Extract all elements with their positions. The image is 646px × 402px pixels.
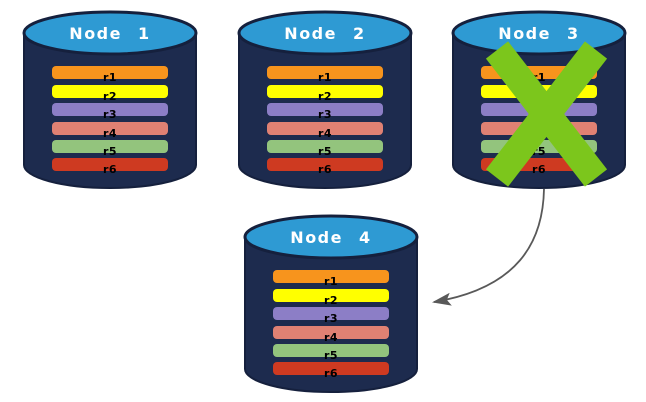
row-label: r1 (531, 71, 547, 84)
replica-row-r2: r2 (273, 289, 389, 307)
cylinder-top (22, 10, 198, 56)
replica-row-r4: r4 (267, 122, 383, 140)
row-label: r3 (317, 108, 333, 121)
row-label: r5 (102, 145, 118, 158)
node-title: Node 3 (498, 24, 580, 43)
replica-row-r5: r5 (52, 140, 168, 158)
replica-row-r3: r3 (273, 307, 389, 325)
row-label: r6 (323, 367, 339, 380)
cylinder-top (237, 10, 413, 56)
row-label: r3 (102, 108, 118, 121)
replica-row-r3: r3 (52, 103, 168, 121)
row-label: r6 (102, 163, 118, 176)
replica-row-r5: r5 (481, 140, 597, 158)
replica-row-r4: r4 (52, 122, 168, 140)
row-label: r4 (323, 331, 339, 344)
replica-row-r1: r1 (52, 66, 168, 84)
row-label: r6 (531, 163, 547, 176)
node-2: Node 2 r1 r2 r3 r4 r5 r6 (236, 8, 414, 192)
replica-row-r2: r2 (267, 85, 383, 103)
row-label: r5 (323, 349, 339, 362)
row-label: r1 (102, 71, 118, 84)
failover-arrow (432, 188, 545, 306)
row-label: r2 (102, 90, 118, 103)
row-label: r6 (317, 163, 333, 176)
row-label: r5 (317, 145, 333, 158)
node-4: Node 4 r1 r2 r3 r4 r5 r6 (242, 212, 420, 396)
row-label: r4 (102, 127, 118, 140)
row-label: r4 (531, 127, 547, 140)
replica-row-r2: r2 (481, 85, 597, 103)
replica-row-r6: r6 (52, 158, 168, 176)
node-3-failed: Node 3 r1 r2 r3 r4 r5 r6 (450, 8, 628, 192)
replica-row-r6: r6 (481, 158, 597, 176)
row-label: r2 (317, 90, 333, 103)
replica-row-r2: r2 (52, 85, 168, 103)
node-title: Node 2 (284, 24, 366, 43)
replica-row-r6: r6 (273, 362, 389, 380)
replica-row-r5: r5 (267, 140, 383, 158)
row-label: r1 (323, 275, 339, 288)
replica-row-r6: r6 (267, 158, 383, 176)
replica-row-r1: r1 (481, 66, 597, 84)
node-title: Node 4 (290, 228, 372, 247)
node-1: Node 1 r1 r2 r3 r4 r5 r6 (21, 8, 199, 192)
replica-row-r1: r1 (273, 270, 389, 288)
row-label: r5 (531, 145, 547, 158)
replica-row-r3: r3 (481, 103, 597, 121)
replica-row-r1: r1 (267, 66, 383, 84)
row-label: r4 (317, 127, 333, 140)
replica-row-r3: r3 (267, 103, 383, 121)
row-label: r3 (323, 312, 339, 325)
node-title: Node 1 (69, 24, 151, 43)
row-label: r1 (317, 71, 333, 84)
cylinder-top (243, 214, 419, 260)
replica-row-r5: r5 (273, 344, 389, 362)
row-label: r3 (531, 108, 547, 121)
replica-row-r4: r4 (481, 122, 597, 140)
row-label: r2 (531, 90, 547, 103)
row-label: r2 (323, 294, 339, 307)
replica-row-r4: r4 (273, 326, 389, 344)
